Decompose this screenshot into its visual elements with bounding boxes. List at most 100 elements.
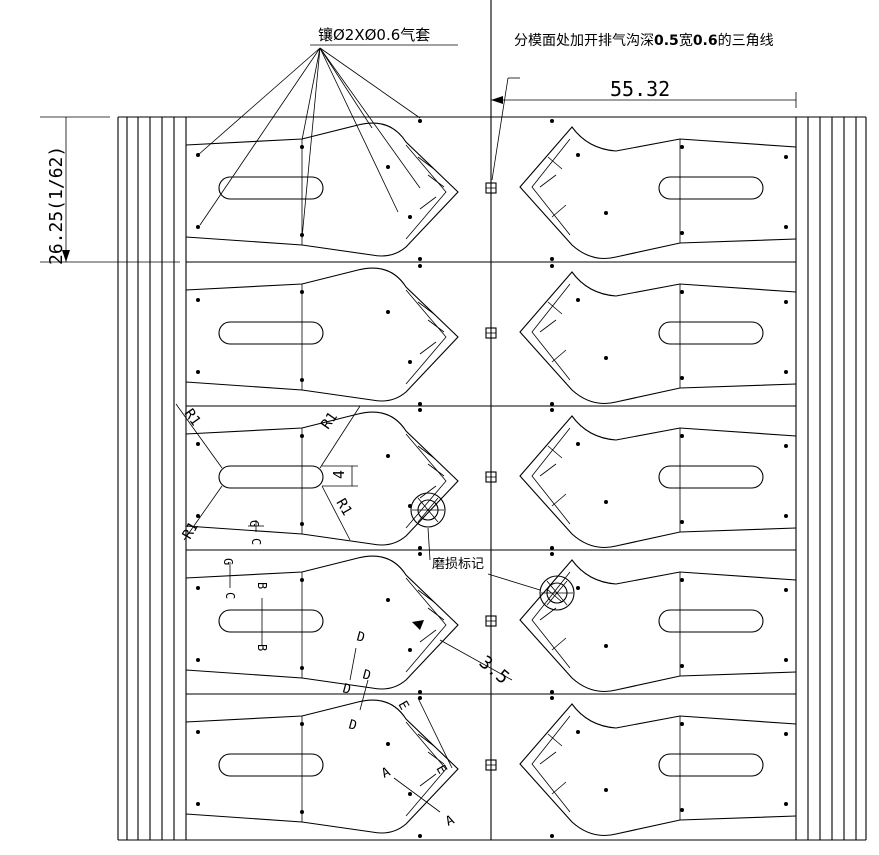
ejector-dot-row-2-4 (196, 370, 200, 374)
ejector-dot-row-2-12 (604, 356, 608, 360)
cavity-right-vent-tick-row-5-1 (547, 733, 563, 747)
wear-mark-symbols (410, 492, 575, 630)
cavity-left-vent-row-5 (405, 721, 447, 817)
cavity-right-vent-tick-row-3-2 (539, 463, 557, 477)
ejector-dot-row-4-9 (784, 588, 788, 592)
ejector-dot-row-2-11 (576, 298, 580, 302)
ejector-dot-row-2-1 (196, 298, 200, 302)
ejector-dot-row-4-1 (196, 586, 200, 590)
radius-leaders (175, 403, 361, 541)
section-d-1: D (355, 629, 367, 646)
cavity-right-slot-row-2 (658, 321, 764, 345)
cavity-right-slot-row-3 (658, 465, 764, 489)
cavity-left-outline-row-2 (185, 267, 459, 402)
ejector-dot-row-4-15 (550, 552, 554, 556)
cavity-left-slot-row-4 (218, 609, 324, 633)
ejector-dot-row-4-4 (196, 658, 200, 662)
ejector-dot-row-5-14 (418, 834, 422, 838)
ejector-dot-row-2-13 (418, 264, 422, 268)
ejector-dot-row-1-7 (680, 145, 684, 149)
section-d-2: D (341, 681, 353, 698)
cavity-right-vent-row-5 (531, 715, 571, 813)
left-pitch-dimension (40, 116, 180, 263)
wear-mark-label: 磨损标记 (432, 557, 484, 572)
ejector-dot-row-2-16 (550, 402, 554, 406)
radius-label-3: R1 (180, 519, 202, 542)
ejector-dot-row-5-2 (300, 722, 304, 726)
cavity-right-outline-row-5 (519, 703, 797, 837)
insert-leaders (197, 44, 458, 239)
cavity-left-vent-tick-row-5-2 (427, 751, 445, 765)
cavity-left-slot-row-1 (218, 176, 324, 200)
ejector-dot-row-3-4 (196, 514, 200, 518)
cavity-left-vent-tick-row-5-3 (419, 773, 437, 787)
ejector-dot-row-2-10 (784, 370, 788, 374)
section-e-1: E (395, 699, 412, 713)
cavity-left-vent-row-2 (405, 289, 447, 385)
cavity-grid (185, 119, 797, 838)
ejector-dot-row-2-9 (784, 300, 788, 304)
cavity-right-vent-tick-row-3-1 (547, 445, 563, 459)
top-width-value: 55.32 (610, 77, 670, 101)
ejector-dot-row-3-1 (196, 442, 200, 446)
ejector-dot-row-3-5 (386, 454, 390, 458)
cavity-left-vent-tick-row-4-2 (427, 607, 445, 621)
ejector-dot-row-4-7 (680, 578, 684, 582)
radius-label-2: R1 (318, 409, 341, 432)
ejector-dot-row-5-3 (300, 810, 304, 814)
ejector-dot-row-4-2 (300, 578, 304, 582)
cavity-left-outline-row-1 (185, 122, 459, 257)
ejector-dot-row-3-14 (418, 546, 422, 550)
cavity-left-vent-tick-row-3-3 (419, 485, 437, 499)
cavity-left-vent-tick-row-3-1 (417, 445, 435, 459)
cavity-right-vent-row-1 (531, 138, 571, 236)
cavity-left-vent-tick-row-2-3 (419, 341, 437, 355)
section-g-1: G (247, 520, 261, 527)
ejector-dot-row-4-12 (604, 644, 608, 648)
ejector-dot-row-5-9 (784, 732, 788, 736)
ejector-dot-row-3-15 (550, 408, 554, 412)
ejector-dot-row-5-6 (408, 792, 412, 796)
cavity-left-vent-tick-row-1-2 (427, 174, 445, 188)
ejector-dot-row-2-15 (550, 264, 554, 268)
ejector-dot-row-1-4 (196, 225, 200, 229)
ejector-dot-row-5-1 (196, 730, 200, 734)
cavity-left-vent-tick-row-5-1 (417, 733, 435, 747)
ejector-dot-row-5-16 (550, 834, 554, 838)
left-pitch-value: 26.25(1/62) (46, 146, 67, 265)
ejector-dot-row-4-5 (386, 598, 390, 602)
ejector-dot-row-1-16 (550, 257, 554, 261)
ejector-dot-row-3-3 (300, 522, 304, 526)
ejector-dot-row-3-7 (680, 434, 684, 438)
cavity-right-vent-tick-row-2-3 (551, 349, 567, 363)
ejector-dot-row-5-5 (386, 742, 390, 746)
ejector-dot-row-3-10 (784, 514, 788, 518)
ejector-dot-row-1-12 (604, 211, 608, 215)
cavity-right-vent-tick-row-1-3 (551, 204, 567, 218)
ejector-dot-row-5-10 (784, 802, 788, 806)
cavity-left-slot-row-3 (218, 465, 324, 489)
cavity-right-slot-row-5 (658, 753, 764, 777)
section-b-2: B (255, 644, 269, 651)
ejector-dot-row-2-6 (408, 360, 412, 364)
ejector-dot-row-5-13 (418, 696, 422, 700)
ejector-dot-row-4-3 (300, 666, 304, 670)
ejector-dot-row-1-8 (680, 231, 684, 235)
ejector-dot-row-1-5 (386, 165, 390, 169)
radius-label-4: R1 (333, 496, 355, 519)
cavity-left-vent-row-3 (405, 433, 447, 529)
parting-vent-note: 分模面处加开排气沟深0.5宽0.6的三角线 (514, 32, 774, 49)
ejector-dot-row-1-13 (418, 119, 422, 123)
section-d-4: D (347, 717, 359, 734)
cavity-left-vent-tick-row-2-1 (417, 301, 435, 315)
section-b-1: B (255, 582, 269, 589)
ejector-dot-row-5-11 (576, 730, 580, 734)
ejector-dot-row-1-14 (418, 257, 422, 261)
cavity-right-vent-row-2 (531, 283, 571, 381)
ejector-dot-row-4-8 (680, 664, 684, 668)
top-width-dimension (491, 77, 797, 181)
ejector-dot-row-3-8 (680, 520, 684, 524)
ejector-dot-row-5-12 (604, 788, 608, 792)
ejector-dot-row-2-5 (386, 310, 390, 314)
cavity-right-vent-tick-row-4-3 (551, 637, 567, 651)
